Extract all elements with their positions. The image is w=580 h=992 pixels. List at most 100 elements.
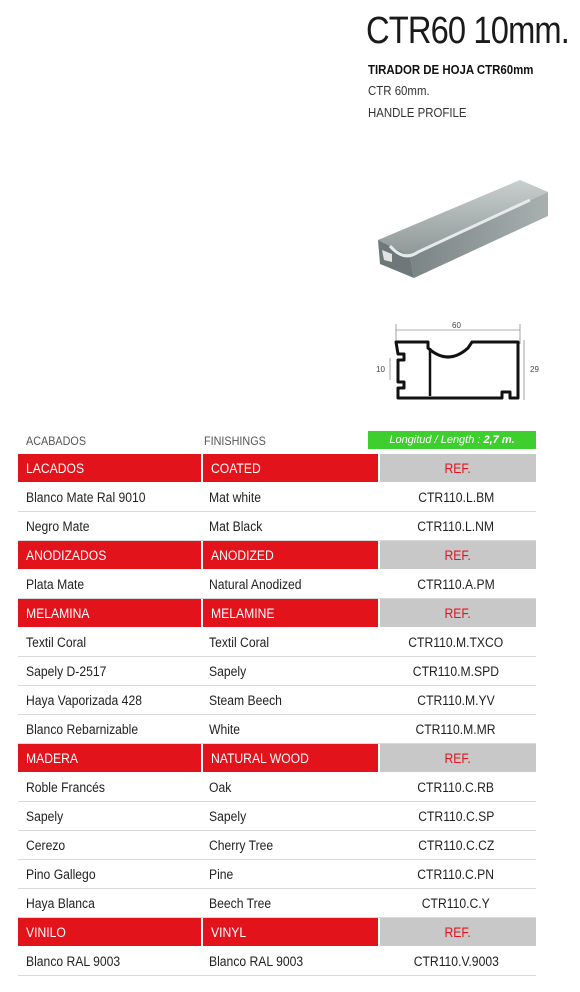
cross-section-drawing: 60 29 10	[376, 321, 539, 400]
reference-code-cell: CTR110.M.MR	[376, 715, 536, 743]
reference-code: CTR110.C.RB	[417, 779, 495, 795]
table-row: Blanco Rebarnizable White CTR110.M.MR	[18, 715, 536, 744]
table-row: Negro Mate Mat Black CTR110.L.NM	[18, 512, 536, 541]
reference-code: CTR110.M.MR	[415, 721, 497, 737]
reference-code: REF.	[444, 460, 472, 476]
finish-name-es-cell: Blanco Rebarnizable	[18, 715, 201, 743]
finish-name-es-cell: MADERA	[18, 744, 201, 772]
finish-name-es-cell: LACADOS	[18, 454, 201, 482]
finish-name-es-cell: Textil Coral	[18, 628, 201, 656]
finish-name-es: Pino Gallego	[26, 866, 96, 882]
finish-name-en: NATURAL WOOD	[211, 750, 309, 766]
finish-name-en-cell: Cherry Tree	[201, 831, 376, 859]
finish-name-es: Blanco RAL 9003	[26, 953, 121, 969]
reference-code: REF.	[444, 547, 472, 563]
finish-name-es: MADERA	[26, 750, 78, 766]
finish-name-en: Mat white	[209, 489, 262, 505]
reference-code-cell: REF.	[380, 918, 536, 946]
reference-code-cell: REF.	[380, 454, 536, 482]
reference-code: CTR110.L.NM	[417, 518, 495, 534]
finish-name-es: ANODIZADOS	[26, 547, 107, 563]
finish-name-en-cell: White	[201, 715, 376, 743]
category-row: ANODIZADOS ANODIZED REF.	[18, 541, 536, 569]
reference-code-cell: CTR110.C.PN	[376, 860, 536, 888]
reference-code: CTR110.M.TXCO	[408, 634, 504, 650]
finish-name-es-cell: Roble Francés	[18, 773, 201, 801]
finish-name-en: Mat Black	[209, 518, 263, 534]
product-title: CTR60 10mm.	[366, 10, 570, 52]
reference-code: CTR110.C.SP	[417, 808, 495, 824]
reference-code: CTR110.V.9003	[413, 953, 499, 969]
category-row: MADERA NATURAL WOOD REF.	[18, 744, 536, 772]
finish-name-en-cell: Natural Anodized	[201, 570, 376, 598]
reference-code-cell: CTR110.C.Y	[376, 889, 536, 917]
finish-name-en: COATED	[211, 460, 261, 476]
finish-name-en-cell: VINYL	[203, 918, 378, 946]
category-row: LACADOS COATED REF.	[18, 454, 536, 482]
product-subtitle: TIRADOR DE HOJA CTR60mm	[368, 62, 534, 77]
reference-code: CTR110.C.Y	[422, 895, 490, 911]
finish-name-es: Negro Mate	[26, 518, 90, 534]
reference-code-cell: CTR110.C.CZ	[376, 831, 536, 859]
finish-name-en-cell: Sapely	[201, 802, 376, 830]
length-label: Longitud / Length :	[389, 434, 481, 446]
reference-code: REF.	[444, 924, 472, 940]
finish-name-en-cell: ANODIZED	[203, 541, 378, 569]
reference-code: CTR110.M.SPD	[412, 663, 500, 679]
finish-name-en: Blanco RAL 9003	[209, 953, 304, 969]
finish-name-en-cell: Textil Coral	[201, 628, 376, 656]
table-header: ACABADOS FINISHINGS Longitud / Length :2…	[18, 430, 536, 454]
finish-name-es-cell: ANODIZADOS	[18, 541, 201, 569]
finish-name-en: White	[209, 721, 241, 737]
product-type: HANDLE PROFILE	[368, 105, 467, 120]
finish-name-es-cell: VINILO	[18, 918, 201, 946]
finish-name-en-cell: NATURAL WOOD	[203, 744, 378, 772]
header-finishings: FINISHINGS	[204, 434, 266, 448]
finish-name-en-cell: Steam Beech	[201, 686, 376, 714]
finish-name-es-cell: Negro Mate	[18, 512, 201, 540]
reference-code-cell: REF.	[380, 744, 536, 772]
category-row: VINILO VINYL REF.	[18, 918, 536, 946]
finish-name-es-cell: Haya Blanca	[18, 889, 201, 917]
finish-name-en: Pine	[209, 866, 234, 882]
finish-name-en: Sapely	[209, 663, 247, 679]
finish-name-es-cell: Blanco RAL 9003	[18, 947, 201, 975]
reference-code-cell: CTR110.L.BM	[376, 483, 536, 511]
finish-name-es-cell: MELAMINA	[18, 599, 201, 627]
length-badge: Longitud / Length :2,7 m.	[368, 431, 536, 449]
reference-code-cell: REF.	[380, 599, 536, 627]
finish-name-es: LACADOS	[26, 460, 85, 476]
finish-name-es: Blanco Mate Ral 9010	[26, 489, 146, 505]
reference-code: REF.	[444, 750, 472, 766]
reference-code-cell: CTR110.M.SPD	[376, 657, 536, 685]
reference-code-cell: CTR110.L.NM	[376, 512, 536, 540]
finish-name-en: MELAMINE	[211, 605, 275, 621]
height-dimension-label: 29	[530, 365, 539, 374]
reference-code: CTR110.C.PN	[417, 866, 495, 882]
finish-name-es: Haya Blanca	[26, 895, 95, 911]
finish-name-en: ANODIZED	[211, 547, 274, 563]
reference-code-cell: CTR110.C.RB	[376, 773, 536, 801]
finish-name-es-cell: Cerezo	[18, 831, 201, 859]
finish-name-en-cell: Blanco RAL 9003	[201, 947, 376, 975]
finish-name-en-cell: Pine	[201, 860, 376, 888]
finish-name-en: Cherry Tree	[209, 837, 274, 853]
finish-name-en-cell: Oak	[201, 773, 376, 801]
width-dimension-label: 60	[452, 321, 461, 330]
reference-code: REF.	[444, 605, 472, 621]
finish-name-en-cell: COATED	[203, 454, 378, 482]
finish-name-en: VINYL	[211, 924, 247, 940]
finish-name-es-cell: Sapely D-2517	[18, 657, 201, 685]
table-row: Sapely D-2517 Sapely CTR110.M.SPD	[18, 657, 536, 686]
product-model: CTR 60mm.	[368, 83, 430, 98]
finish-name-es: MELAMINA	[26, 605, 90, 621]
reference-code-cell: REF.	[380, 541, 536, 569]
finish-name-es-cell: Blanco Mate Ral 9010	[18, 483, 201, 511]
table-row: Blanco Mate Ral 9010 Mat white CTR110.L.BM	[18, 483, 536, 512]
reference-code-cell: CTR110.M.YV	[376, 686, 536, 714]
